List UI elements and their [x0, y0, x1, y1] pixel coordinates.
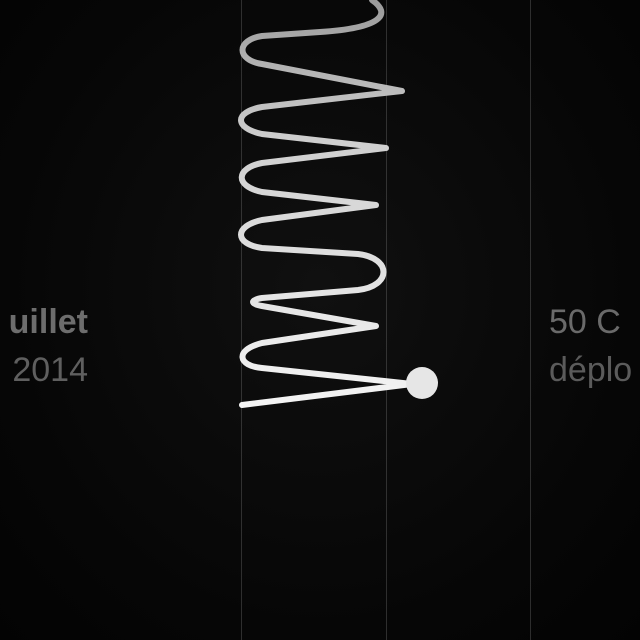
progress-marker-icon[interactable]	[406, 367, 438, 399]
count-label: 50 C	[549, 303, 621, 341]
right-info-label: 50 C déplo	[549, 300, 632, 396]
description-label: déplo	[549, 351, 633, 389]
left-date-label: uillet 2014	[9, 300, 88, 396]
squiggle-path	[238, 0, 415, 408]
grid-line	[241, 0, 242, 640]
grid-line	[386, 0, 387, 640]
grid-line	[530, 0, 531, 640]
month-label: uillet	[8, 303, 88, 341]
year-label: 2014	[12, 351, 88, 389]
